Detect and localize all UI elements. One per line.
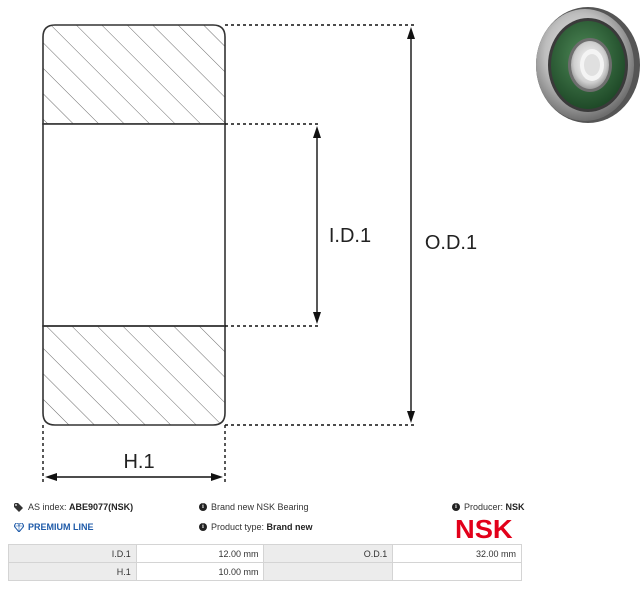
spec-value: 10.00 mm [135,562,265,581]
product-type-label: Product type: [211,522,265,532]
bearing-section-bottom [42,325,226,426]
extension-lines [42,24,414,482]
id-dimension-arrow [313,126,321,324]
spec-value [392,562,522,581]
brand-info: i Brand new NSK Bearing [199,502,309,512]
bearing-bore [42,123,226,327]
table-row: H.1 10.00 mm [8,562,522,581]
od-dimension-arrow [407,27,415,423]
bearing-section-top [42,24,226,125]
spec-label: I.D.1 [8,544,137,563]
info-icon: i [199,523,207,531]
table-row: I.D.1 12.00 mm O.D.1 32.00 mm [8,544,522,563]
spec-value: 12.00 mm [135,544,265,563]
bearing-dimension-drawing: I.D.1 O.D.1 H.1 [42,7,640,482]
h-dimension-arrow [45,473,223,481]
producer-label: Producer: [464,502,504,512]
nsk-logo: NSK [455,514,513,544]
producer-info: i Producer: NSK [452,502,525,512]
info-icon: i [452,503,460,511]
brand-text: Brand new NSK Bearing [211,502,309,512]
product-type-value: Brand new [266,522,313,532]
producer-value: NSK [505,502,525,512]
bearing-product-photo [536,7,640,123]
id-label: I.D.1 [329,225,371,247]
as-index-info: AS index: ABE9077(NSK) [14,502,133,512]
tag-icon [14,502,24,512]
spec-table: I.D.1 12.00 mm O.D.1 32.00 mm H.1 10.00 … [8,544,522,581]
spec-label [263,562,394,581]
premium-line-label: PREMIUM LINE [28,522,94,532]
spec-label: H.1 [8,562,137,581]
spec-label: O.D.1 [263,544,394,563]
premium-line-badge: PREMIUM LINE [14,522,94,532]
h-label: H.1 [123,451,154,473]
spec-value: 32.00 mm [392,544,522,563]
diamond-icon [14,522,24,532]
od-label: O.D.1 [425,232,477,254]
as-index-label: AS index: [28,502,67,512]
info-icon: i [199,503,207,511]
product-type-info: i Product type: Brand new [199,522,313,532]
as-index-value: ABE9077(NSK) [69,502,134,512]
